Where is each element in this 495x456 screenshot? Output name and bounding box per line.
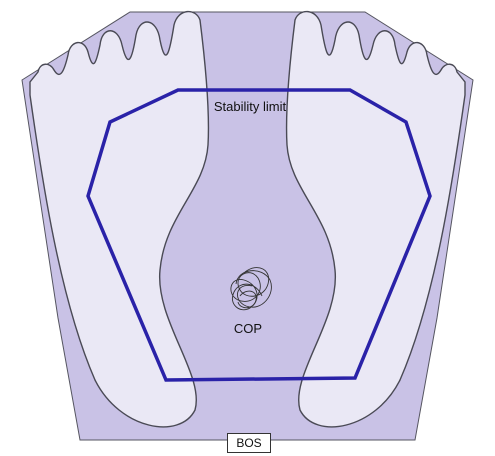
bos-label: BOS — [227, 433, 271, 453]
cop-label: COP — [226, 322, 270, 337]
stability-limit-label: Stability limit — [212, 100, 288, 115]
